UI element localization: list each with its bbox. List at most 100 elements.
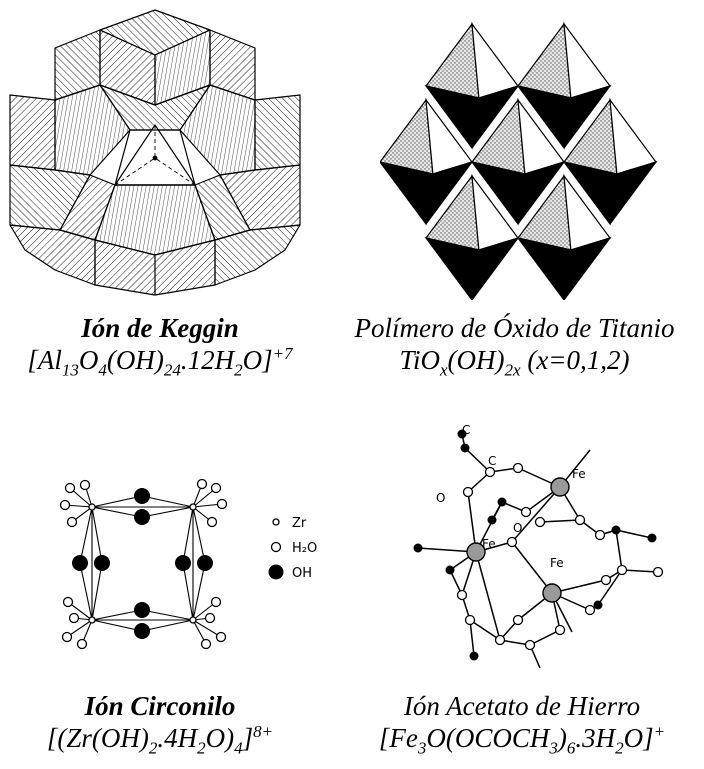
- water-atom: [68, 612, 80, 624]
- atom-label-c-mid: C: [488, 454, 496, 468]
- octahedron-face: [380, 98, 434, 175]
- oxygen-atom: [520, 506, 532, 518]
- water-atom: [61, 631, 73, 643]
- octahedron-face: [516, 22, 572, 99]
- oxygen-atom: [574, 514, 586, 526]
- water-atom: [196, 478, 208, 490]
- octahedron-face: [517, 160, 566, 225]
- water-atom: [215, 631, 227, 643]
- circonilo-name: Ión Circonilo: [84, 691, 236, 721]
- oxygen-atom: [462, 486, 474, 498]
- octahedron-face: [424, 22, 480, 99]
- oxygen-atom: [512, 614, 524, 626]
- circonilo-legend: Zr H₂O OH: [268, 516, 317, 581]
- carbon-atom: [487, 515, 497, 525]
- oxygen-atom: [600, 574, 612, 586]
- atom-label-fe-top: Fe: [572, 467, 586, 481]
- acetato-figure: C C O O Fe Fe Fe: [390, 420, 700, 690]
- legend-h2o-symbol: [270, 541, 282, 553]
- octahedron-face: [609, 160, 658, 225]
- water-atom: [200, 638, 212, 650]
- carbon-atom: [413, 543, 423, 553]
- water-atom: [64, 482, 76, 494]
- water-atom: [76, 638, 88, 650]
- oxygen-atom: [594, 529, 606, 541]
- octahedron-face: [563, 236, 612, 300]
- octahedron-face: [609, 97, 657, 175]
- water-atom: [204, 612, 216, 624]
- keggin-name: Ión de Keggin: [81, 313, 239, 343]
- titanio-name: Polímero de Óxido de Titanio: [354, 313, 675, 343]
- hydroxide-atom: [134, 488, 150, 504]
- carbon-atom: [497, 497, 507, 507]
- hydroxide-atom: [94, 555, 110, 571]
- octahedron-face: [563, 84, 612, 149]
- acetato-structure-drawing: C C O O Fe Fe Fe: [413, 423, 664, 669]
- octahedron: [424, 21, 520, 150]
- octahedron: [424, 173, 520, 300]
- water-atom: [79, 479, 91, 491]
- acetato-caption: Ión Acetato de Hierro [Fe3O(OCOCH3)6.3H2…: [340, 690, 704, 758]
- octahedron-face: [563, 21, 611, 99]
- circonilo-figure: Zr H₂O OH: [40, 460, 340, 670]
- keggin-caption: Ión de Keggin [Al13O4(OH)24.12H2O]+7: [0, 312, 320, 380]
- hydroxide-atom: [134, 623, 150, 639]
- octahedron-face: [471, 21, 519, 99]
- carbon-atom: [445, 565, 455, 575]
- octahedron-face: [471, 84, 520, 149]
- oxygen-atom: [512, 462, 524, 474]
- oxygen-atom: [554, 624, 566, 636]
- zirconium-atom: [189, 616, 197, 624]
- carbon-atom: [469, 651, 479, 661]
- octahedron: [516, 21, 612, 150]
- oxygen-atom: [616, 564, 628, 576]
- hydroxide-atom: [175, 555, 191, 571]
- oxygen-atom: [464, 614, 476, 626]
- carbon-atom: [611, 525, 621, 535]
- keggin-formula: [Al13O4(OH)24.12H2O]+7: [27, 344, 293, 380]
- oxygen-atom: [524, 639, 536, 651]
- keggin-figure: [0, 0, 320, 300]
- octahedron-face: [425, 160, 474, 225]
- octahedron: [470, 97, 566, 226]
- atom-label-fe-left: Fe: [482, 537, 496, 551]
- legend-zr-label: Zr: [292, 516, 307, 531]
- acetato-name: Ión Acetato de Hierro: [403, 691, 641, 721]
- carbon-atom: [457, 429, 467, 439]
- octahedron-face: [471, 236, 520, 300]
- titanio-formula: TiOx(OH)2x (x=0,1,2): [399, 345, 630, 380]
- water-atom: [210, 482, 222, 494]
- titanio-figure: [380, 20, 704, 300]
- water-atom: [59, 499, 71, 511]
- zirconium-atom: [88, 616, 96, 624]
- oxygen-atom: [484, 466, 496, 478]
- hydroxide-atom: [197, 555, 213, 571]
- acetato-formula: [Fe3O(OCOCH3)6.3H2O]+: [378, 722, 666, 758]
- octahedron: [516, 173, 612, 300]
- hydroxide-atom: [72, 555, 88, 571]
- legend-oh-label: OH: [292, 566, 312, 581]
- water-atom: [206, 516, 218, 528]
- water-atom: [66, 516, 78, 528]
- iron-atom: [542, 583, 562, 603]
- atom-label-o-left: O: [436, 491, 445, 505]
- titanio-octahedra-drawing: [380, 21, 658, 300]
- zirconium-atom: [189, 503, 197, 511]
- atom-label-c-top: C: [462, 423, 470, 437]
- carbon-atom: [460, 443, 470, 453]
- octahedron: [380, 97, 474, 226]
- circonilo-caption: Ión Circonilo [(Zr(OH)2.4H2O)4]8+: [0, 690, 320, 758]
- zirconium-atom: [88, 503, 96, 511]
- octahedron: [562, 97, 658, 226]
- circonilo-formula: [(Zr(OH)2.4H2O)4]8+: [46, 722, 274, 758]
- oxygen-atom: [652, 566, 664, 578]
- water-atom: [210, 596, 222, 608]
- legend-oh-symbol: [268, 564, 284, 580]
- atom-label-o-center: O: [513, 521, 522, 535]
- keggin-polyhedra-drawing: [9, 9, 301, 296]
- water-atom: [62, 596, 74, 608]
- oxygen-atom: [494, 634, 506, 646]
- oxygen-atom: [506, 536, 518, 548]
- hydroxide-atom: [134, 602, 150, 618]
- carbon-atom: [647, 533, 657, 543]
